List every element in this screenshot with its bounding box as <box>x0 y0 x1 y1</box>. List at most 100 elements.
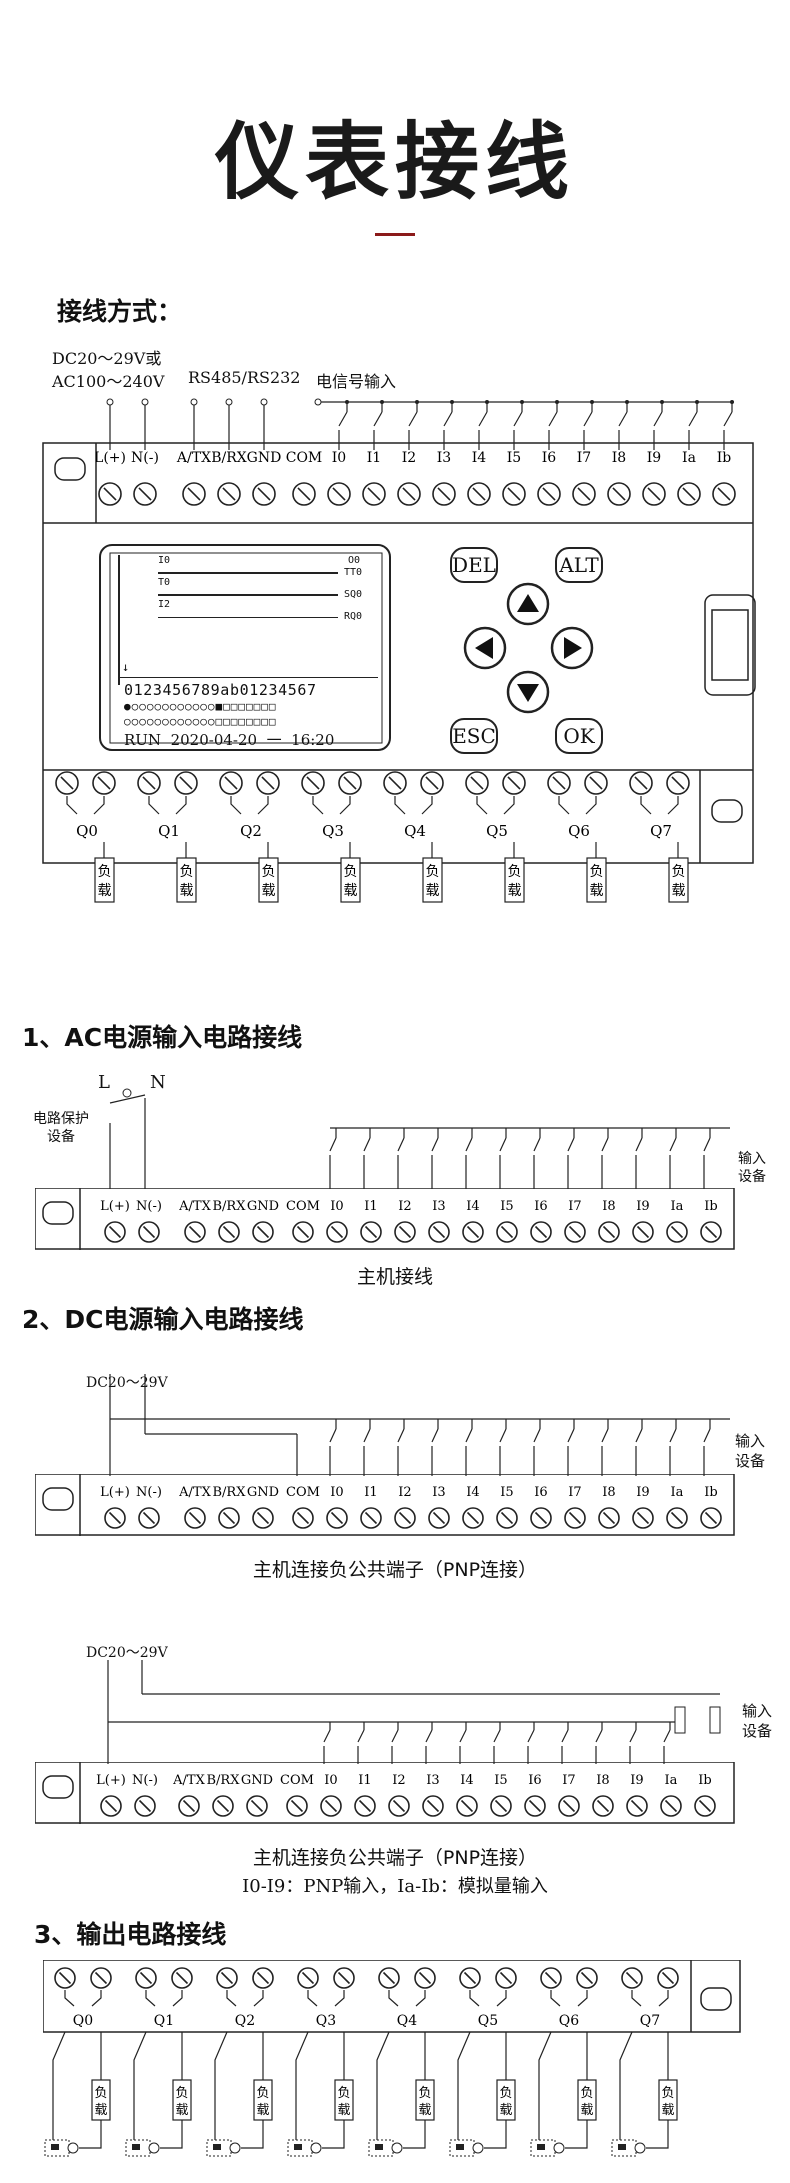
screw-terminal-icon <box>564 1221 586 1243</box>
svg-text:负: 负 <box>499 2086 512 2101</box>
output-label: Q7 <box>640 2013 660 2029</box>
terminal-label: B/RX <box>213 1199 247 1214</box>
screw-terminal-icon <box>138 1221 160 1243</box>
svg-text:负: 负 <box>337 2086 350 2101</box>
screw-terminal-icon <box>394 1221 416 1243</box>
output-label: Q2 <box>235 2013 255 2029</box>
power-source-icon <box>611 2139 646 2157</box>
power-label-1: DC20～29V或 <box>52 349 162 368</box>
terminal-label: I8 <box>596 1773 609 1788</box>
s1-input-dev-2: 设备 <box>738 1169 766 1185</box>
terminal-label: COM <box>280 1773 314 1788</box>
screw-terminal-icon <box>327 482 351 506</box>
svg-text:负: 负 <box>344 864 358 880</box>
svg-text:负: 负 <box>580 2086 593 2101</box>
terminal-label: I4 <box>466 1485 479 1500</box>
screw-terminal-icon <box>666 1507 688 1529</box>
screw-terminal-icon <box>694 1795 716 1817</box>
terminal-label: I1 <box>364 1199 377 1214</box>
svg-text:负: 负 <box>661 2086 674 2101</box>
lcd-indicator-row-2: ○○○○○○○○○○○○□□□□□□□□ <box>124 715 277 728</box>
svg-text:载: 载 <box>337 2103 350 2118</box>
svg-text:载: 载 <box>256 2103 269 2118</box>
output-label: Q5 <box>478 2013 498 2029</box>
svg-text:载: 载 <box>508 883 522 899</box>
svg-text:载: 载 <box>94 2103 107 2118</box>
svg-text:载: 载 <box>499 2103 512 2118</box>
screw-terminal-icon <box>422 1795 444 1817</box>
screw-terminal-icon <box>137 771 161 795</box>
svg-text:负: 负 <box>508 864 522 880</box>
lcd-row3-out: RQ0 <box>344 611 363 622</box>
terminal-label: B/RX <box>211 450 247 466</box>
screw-terminal-icon <box>104 1221 126 1243</box>
svg-text:载: 载 <box>426 883 440 899</box>
load-box: 负载 <box>91 2079 111 2121</box>
screw-terminal-icon <box>462 1221 484 1243</box>
screw-terminal-icon <box>490 1795 512 1817</box>
terminal-label: GND <box>247 1199 279 1214</box>
title-divider <box>375 233 415 236</box>
screw-terminal-icon <box>92 771 116 795</box>
screw-terminal-icon <box>133 482 157 506</box>
screw-terminal-icon <box>219 771 243 795</box>
alt-button[interactable]: ALT <box>555 547 603 583</box>
screw-terminal-icon <box>326 1221 348 1243</box>
wiring-method-label: 接线方式： <box>57 297 183 326</box>
terminal-label: I3 <box>426 1773 439 1788</box>
terminal-label: I9 <box>636 1199 649 1214</box>
del-button[interactable]: DEL <box>450 547 498 583</box>
lcd-screen: I0 O0 TT0 T0 SQ0 I2 RQ0 ↓ 0123456789ab01… <box>118 555 378 749</box>
lcd-status-line: RUN 2020-04-20 一 16:20 <box>124 731 335 749</box>
screw-terminal-icon <box>584 771 608 795</box>
terminal-label: L(+) <box>100 1199 130 1214</box>
screw-terminal-icon <box>414 1967 436 1989</box>
section2-caption-c: I0-I9：PNP输入，Ia-Ib：模拟量输入 <box>242 1876 548 1897</box>
terminal-label: I5 <box>507 450 521 466</box>
screw-terminal-icon <box>592 1795 614 1817</box>
main-device-diagram <box>42 442 756 864</box>
terminal-label: I2 <box>398 1199 411 1214</box>
output-label: Q1 <box>154 2013 174 2029</box>
terminal-label: I3 <box>432 1485 445 1500</box>
screw-terminal-icon <box>138 1507 160 1529</box>
screw-terminal-icon <box>360 1507 382 1529</box>
section1-caption: 主机接线 <box>356 1266 433 1288</box>
load-box: 负载 <box>176 857 197 903</box>
lcd-row2-left: T0 <box>158 577 171 588</box>
screw-terminal-icon <box>700 1221 722 1243</box>
ok-button[interactable]: OK <box>555 718 603 754</box>
load-box: 负载 <box>415 2079 435 2121</box>
load-box: 负载 <box>94 857 115 903</box>
terminal-label: Ia <box>682 450 696 466</box>
screw-terminal-icon <box>621 1967 643 1989</box>
lcd-row3-left: I2 <box>158 599 171 610</box>
lcd-row1-left: I0 <box>158 555 171 566</box>
terminal-label: I0 <box>330 1485 343 1500</box>
screw-terminal-icon <box>394 1507 416 1529</box>
terminal-label: I7 <box>568 1199 581 1214</box>
screw-terminal-icon <box>462 1507 484 1529</box>
svg-text:载: 载 <box>661 2103 674 2118</box>
screw-terminal-icon <box>301 771 325 795</box>
terminal-label: I9 <box>647 450 661 466</box>
terminal-label: I9 <box>636 1485 649 1500</box>
screw-terminal-icon <box>292 482 316 506</box>
svg-text:载: 载 <box>175 2103 188 2118</box>
screw-terminal-icon <box>660 1795 682 1817</box>
screw-terminal-icon <box>252 1507 274 1529</box>
power-source-icon <box>44 2139 79 2157</box>
screw-terminal-icon <box>55 771 79 795</box>
terminal-label: A/TX <box>178 1199 211 1214</box>
screw-terminal-icon <box>657 1967 679 1989</box>
screw-terminal-icon <box>540 1967 562 1989</box>
terminal-label: I8 <box>602 1199 615 1214</box>
output-label: Q3 <box>322 822 344 840</box>
screw-terminal-icon <box>252 1221 274 1243</box>
screw-terminal-icon <box>326 1507 348 1529</box>
esc-button[interactable]: ESC <box>450 718 498 754</box>
svg-text:载: 载 <box>418 2103 431 2118</box>
s2-dc-label-b: DC20～29V <box>86 1645 168 1661</box>
